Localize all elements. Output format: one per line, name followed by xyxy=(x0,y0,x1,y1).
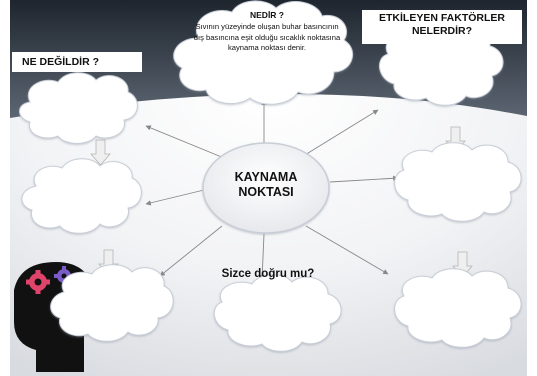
down-arrow-icon xyxy=(90,139,111,166)
label-band-left xyxy=(12,52,142,72)
definition-text: Sıvının yüzeyinde oluşan buhar basıncını… xyxy=(193,22,341,52)
connector-arrows xyxy=(145,99,399,281)
definition-cloud xyxy=(173,0,354,105)
answer-cloud-left-2 xyxy=(21,158,142,234)
center-title: KAYNAMA NOKTASI xyxy=(234,170,298,199)
right-margin xyxy=(527,0,537,376)
center-node xyxy=(202,142,330,234)
answer-cloud-right-3 xyxy=(394,268,522,348)
label-band-right xyxy=(362,10,522,44)
do-you-think-label: Sizce doğru mu? xyxy=(221,268,315,280)
answer-cloud-right-2 xyxy=(394,142,522,222)
definition-heading: NEDİR ? xyxy=(250,10,284,20)
answer-cloud-left-3 xyxy=(50,264,174,342)
answer-cloud-bottom xyxy=(213,274,342,352)
left-margin xyxy=(0,0,10,376)
factors-label: ETKİLEYEN FAKTÖRLER NELERDİR? xyxy=(378,12,505,37)
answer-cloud-left-1 xyxy=(19,72,138,144)
gear-icon xyxy=(26,270,50,294)
what-is-not-label: NE DEĞİLDİR ? xyxy=(22,56,100,68)
